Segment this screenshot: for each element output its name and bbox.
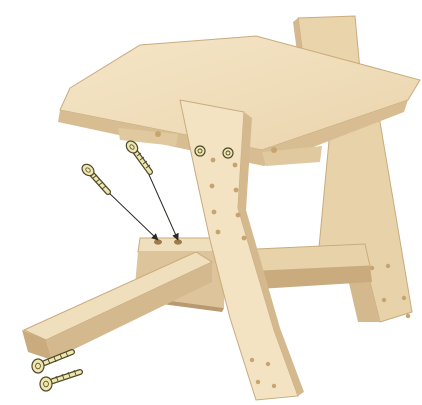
arrow-icon bbox=[146, 168, 178, 240]
screw-hole bbox=[402, 296, 406, 300]
arrow-icon bbox=[106, 190, 158, 240]
right-side-panel bbox=[312, 110, 412, 322]
screw-hole bbox=[155, 131, 161, 137]
screw-hole bbox=[242, 236, 247, 241]
pending-screw-2 bbox=[124, 139, 150, 172]
screw-hole bbox=[234, 188, 239, 193]
screw-hole bbox=[210, 184, 215, 189]
screw-hole bbox=[271, 147, 277, 153]
rail-end-screws bbox=[32, 352, 80, 391]
screw-hole bbox=[386, 264, 390, 268]
screw-hole bbox=[211, 158, 216, 163]
pilot-hole bbox=[154, 239, 162, 244]
screw-hole bbox=[233, 163, 238, 168]
screw-hole bbox=[382, 298, 386, 302]
screw-hole bbox=[256, 380, 260, 384]
screw-hole bbox=[216, 230, 221, 235]
screw-icon bbox=[80, 162, 108, 192]
insertion-arrows bbox=[106, 168, 178, 240]
screw-icon bbox=[195, 146, 205, 156]
screw-icon bbox=[124, 139, 150, 172]
screw-hole bbox=[212, 210, 217, 215]
screw-icon bbox=[223, 148, 233, 158]
pilot-hole bbox=[174, 239, 182, 244]
pending-screw-1 bbox=[80, 162, 108, 192]
screw-hole bbox=[272, 384, 276, 388]
screw-hole bbox=[236, 213, 241, 218]
screw-icon bbox=[40, 370, 80, 391]
screw-hole bbox=[266, 362, 270, 366]
screw-hole bbox=[406, 314, 410, 318]
screw-hole bbox=[250, 358, 254, 362]
